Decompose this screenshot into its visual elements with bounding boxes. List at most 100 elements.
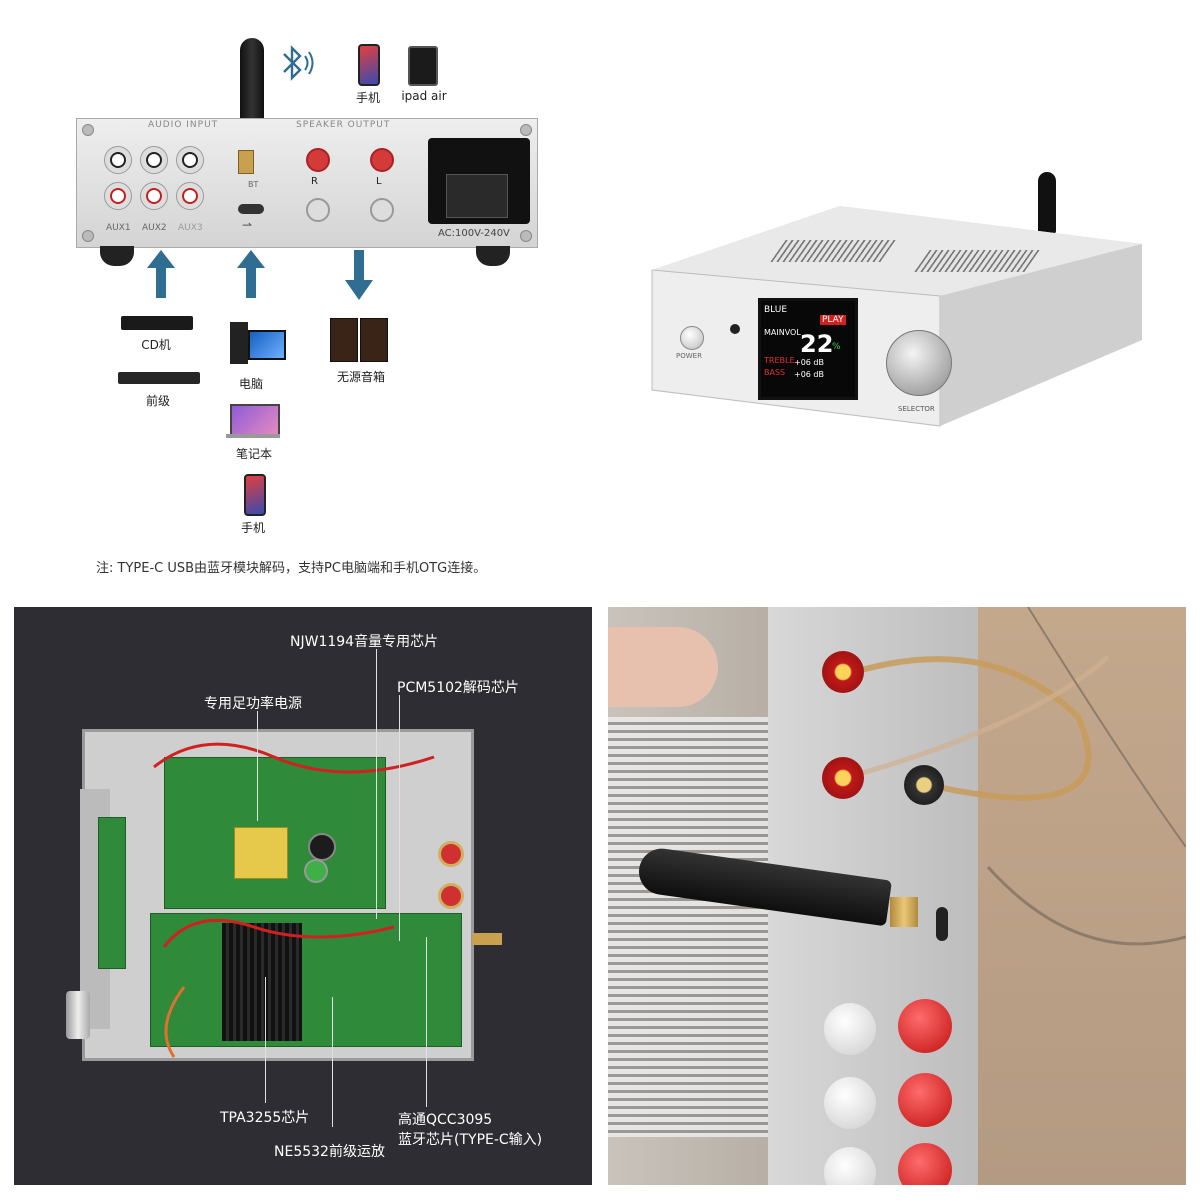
phone-icon [244, 474, 266, 516]
selector-label: SELECTOR [898, 405, 935, 413]
aux3-label: AUX3 [178, 223, 203, 233]
speaker-terminal-red [822, 651, 864, 693]
laptop-base [226, 434, 280, 438]
speaker-post-r-negative [306, 198, 330, 222]
arrow-shaft-aux [156, 266, 166, 298]
callout-line-ne [332, 997, 333, 1127]
pc-label: 电脑 [238, 377, 263, 391]
screen-vol-value: 22 [800, 330, 834, 358]
callout-line-tpa [265, 977, 266, 1103]
passive-speaker-label: 无源音箱 [336, 370, 385, 384]
rca-white [824, 1003, 876, 1055]
cd-player-label: CD机 [141, 338, 171, 352]
arrow-up-usb [237, 250, 265, 268]
callout-pcm5102: PCM5102解码芯片 [397, 680, 519, 696]
callout-line-power [257, 711, 258, 821]
laptop-icon [230, 404, 280, 436]
preamp-label: 前级 [145, 394, 170, 408]
callout-line-pcm [399, 695, 400, 941]
callout-qcc-line1: 高通QCC3095 [398, 1112, 493, 1128]
power-label: POWER [676, 352, 702, 360]
vent-grille [770, 240, 896, 262]
speaker-icon-right [360, 318, 388, 362]
bluetooth-icon [283, 45, 314, 81]
screen-treble-label: TREBLE [764, 356, 795, 365]
usb-note: 注: TYPE-C USB由蓝牙模块解码，支持PC电脑端和手机OTG连接。 [96, 561, 487, 576]
speaker-post-l-negative [370, 198, 394, 222]
wood-floor [978, 607, 1186, 1185]
callout-tpa3255: TPA3255芯片 [220, 1110, 310, 1126]
preamp-icon [118, 372, 200, 384]
foot [100, 246, 134, 266]
screen-source: BLUE [764, 305, 788, 315]
ac-voltage-label: AC:100V-240V [438, 228, 510, 239]
screen-state: PLAY [820, 315, 846, 325]
rca-white [824, 1147, 876, 1185]
callout-power-supply: 专用足功率电源 [204, 696, 302, 712]
desktop-pc-icon [230, 322, 248, 364]
amplifier-chassis [651, 206, 1142, 427]
aux2-label: AUX2 [142, 223, 167, 233]
usb-icon: ⇀ [242, 218, 253, 232]
vent-slots [608, 717, 768, 1137]
speaker-terminal-red [822, 757, 864, 799]
aux1-label: AUX1 [106, 223, 131, 233]
callout-line-qcc [426, 937, 427, 1107]
screw [82, 230, 94, 242]
screen-bass-label: BASS [764, 368, 786, 377]
speaker-post-r-positive [306, 148, 330, 172]
speaker-terminal-black [904, 765, 944, 805]
speaker-icon-left [330, 318, 358, 362]
callout-line-njw [376, 649, 377, 919]
internal-board-photo: NJW1194音量专用芯片 PCM5102解码芯片 专用足功率电源 TPA325… [14, 607, 592, 1185]
cd-player-icon [121, 316, 193, 330]
screw [82, 124, 94, 136]
foot [476, 246, 510, 266]
selector-knob[interactable] [886, 330, 952, 396]
antenna [1038, 172, 1056, 234]
screw [520, 124, 532, 136]
power-socket-inner [446, 174, 508, 218]
rear-rca [438, 883, 464, 909]
callout-njw1194: NJW1194音量专用芯片 [290, 634, 439, 650]
transformer [234, 827, 288, 879]
rca-red [898, 999, 952, 1053]
rca-red [898, 1073, 952, 1127]
bt-connector [238, 150, 254, 174]
r-label: R [311, 176, 318, 187]
callout-qcc-line2: 蓝牙芯片(TYPE-C输入) [398, 1132, 543, 1148]
bt-antenna-connector [472, 933, 502, 945]
ir-sensor [730, 324, 740, 334]
laptop-label: 笔记本 [235, 447, 272, 461]
audio-input-label: AUDIO INPUT [148, 120, 219, 130]
arrow-shaft-usb [246, 266, 256, 298]
phone-label: 手机 [240, 521, 265, 535]
speaker-cables [837, 607, 1186, 946]
device-label-phone: 手机 [355, 91, 380, 105]
usb-port [936, 907, 948, 941]
rca-aux3-left [176, 146, 204, 174]
arrow-up-aux [147, 250, 175, 268]
rca-aux3-right [176, 182, 204, 210]
screen-bass-value: +06 dB [794, 370, 824, 379]
screen-vol-unit: % [832, 342, 841, 352]
wiring [153, 742, 435, 1058]
screen-vol-label: MAINVOL [764, 328, 801, 337]
antenna-connector [890, 897, 918, 927]
arrow-shaft-speaker [354, 250, 364, 280]
device-label-ipad: ipad air [401, 89, 447, 103]
capacitor [304, 859, 328, 883]
phone-icon [358, 44, 380, 86]
rca-aux2-left [140, 146, 168, 174]
speaker-post-l-positive [370, 148, 394, 172]
rear-panel-diagram: 手机 ipad air AUDIO INPUT SPEAKER OUTPUT A… [0, 0, 600, 600]
rear-closeup-photo [608, 607, 1186, 1185]
finger [608, 627, 718, 707]
rca-red [898, 1143, 952, 1185]
usb-c-port [238, 204, 264, 214]
speaker-output-label: SPEAKER OUTPUT [296, 120, 391, 130]
rca-white [824, 1077, 876, 1129]
rear-rca [438, 841, 464, 867]
volume-knob [66, 991, 90, 1039]
power-button[interactable] [680, 326, 704, 350]
